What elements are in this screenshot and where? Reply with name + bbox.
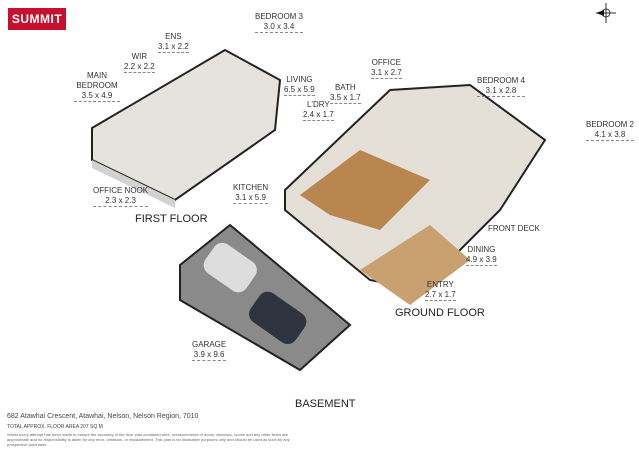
floor-area: TOTAL APPROX. FLOOR AREA 207 SQ.M bbox=[7, 424, 103, 430]
room-label: FRONT DECK bbox=[488, 224, 540, 233]
first-floor-side bbox=[92, 160, 175, 208]
compass-icon bbox=[596, 3, 616, 23]
first-floor-title: FIRST FLOOR bbox=[135, 213, 208, 225]
summit-logo: SUMMIT bbox=[8, 8, 66, 30]
disclaimer: Whilst every attempt has been made to en… bbox=[7, 432, 290, 447]
kitchen-floor bbox=[300, 150, 430, 230]
ground-floor-title: GROUND FLOOR bbox=[395, 307, 485, 319]
address: 682 Atawhai Crescent, Atawhai, Nelson, N… bbox=[7, 413, 199, 420]
front-deck bbox=[360, 225, 470, 305]
car-dark bbox=[249, 291, 307, 345]
car-white bbox=[203, 242, 257, 293]
basement-title: BASEMENT bbox=[295, 398, 356, 410]
